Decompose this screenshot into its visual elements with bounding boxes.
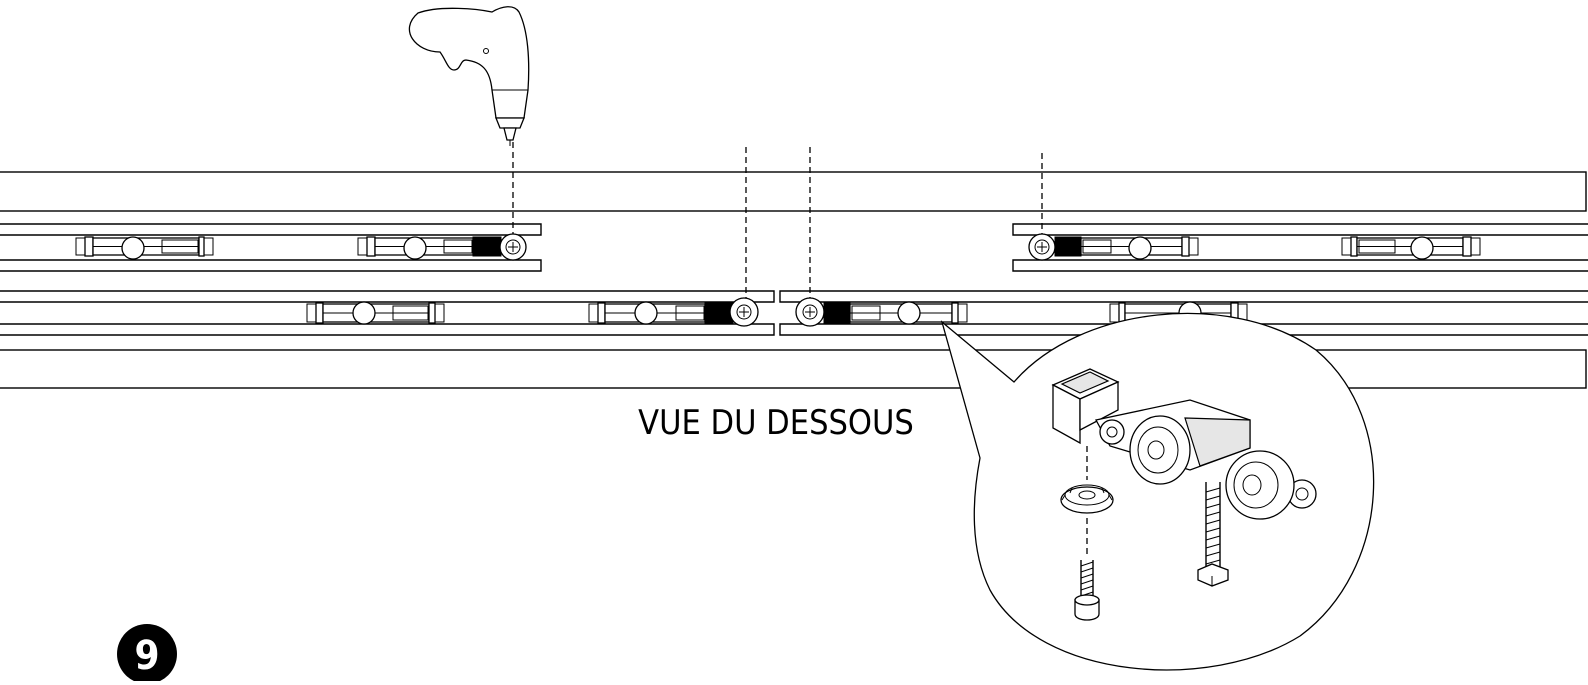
- rail-bottom: [0, 349, 1587, 389]
- bolt-icon: [1197, 482, 1229, 587]
- rail-upper-left: [0, 223, 542, 272]
- rail-lower-left: [0, 290, 775, 336]
- roller-carriage-icon: [1341, 236, 1481, 260]
- rail-upper-right: [1012, 223, 1588, 272]
- roller-carriage-icon: [1051, 368, 1317, 587]
- roller-carriage-icon: [1028, 233, 1199, 261]
- roller-carriage-icon: [306, 301, 445, 325]
- zoom-callout: [940, 312, 1375, 671]
- drill-icon: [408, 6, 530, 146]
- roller-carriage-icon: [75, 236, 214, 260]
- screw-icon: [1074, 560, 1100, 621]
- rail-top: [0, 171, 1587, 212]
- roller-carriage-icon: [795, 297, 968, 327]
- alignment-lines: [512, 142, 1043, 312]
- view-label: VUE DU DESSOUS: [638, 403, 914, 443]
- washer-icon: [1060, 484, 1114, 514]
- roller-carriage-icon: [357, 233, 527, 261]
- roller-carriage-icon: [588, 297, 759, 327]
- step-number: 9: [134, 633, 159, 679]
- step-badge: 9: [117, 624, 177, 684]
